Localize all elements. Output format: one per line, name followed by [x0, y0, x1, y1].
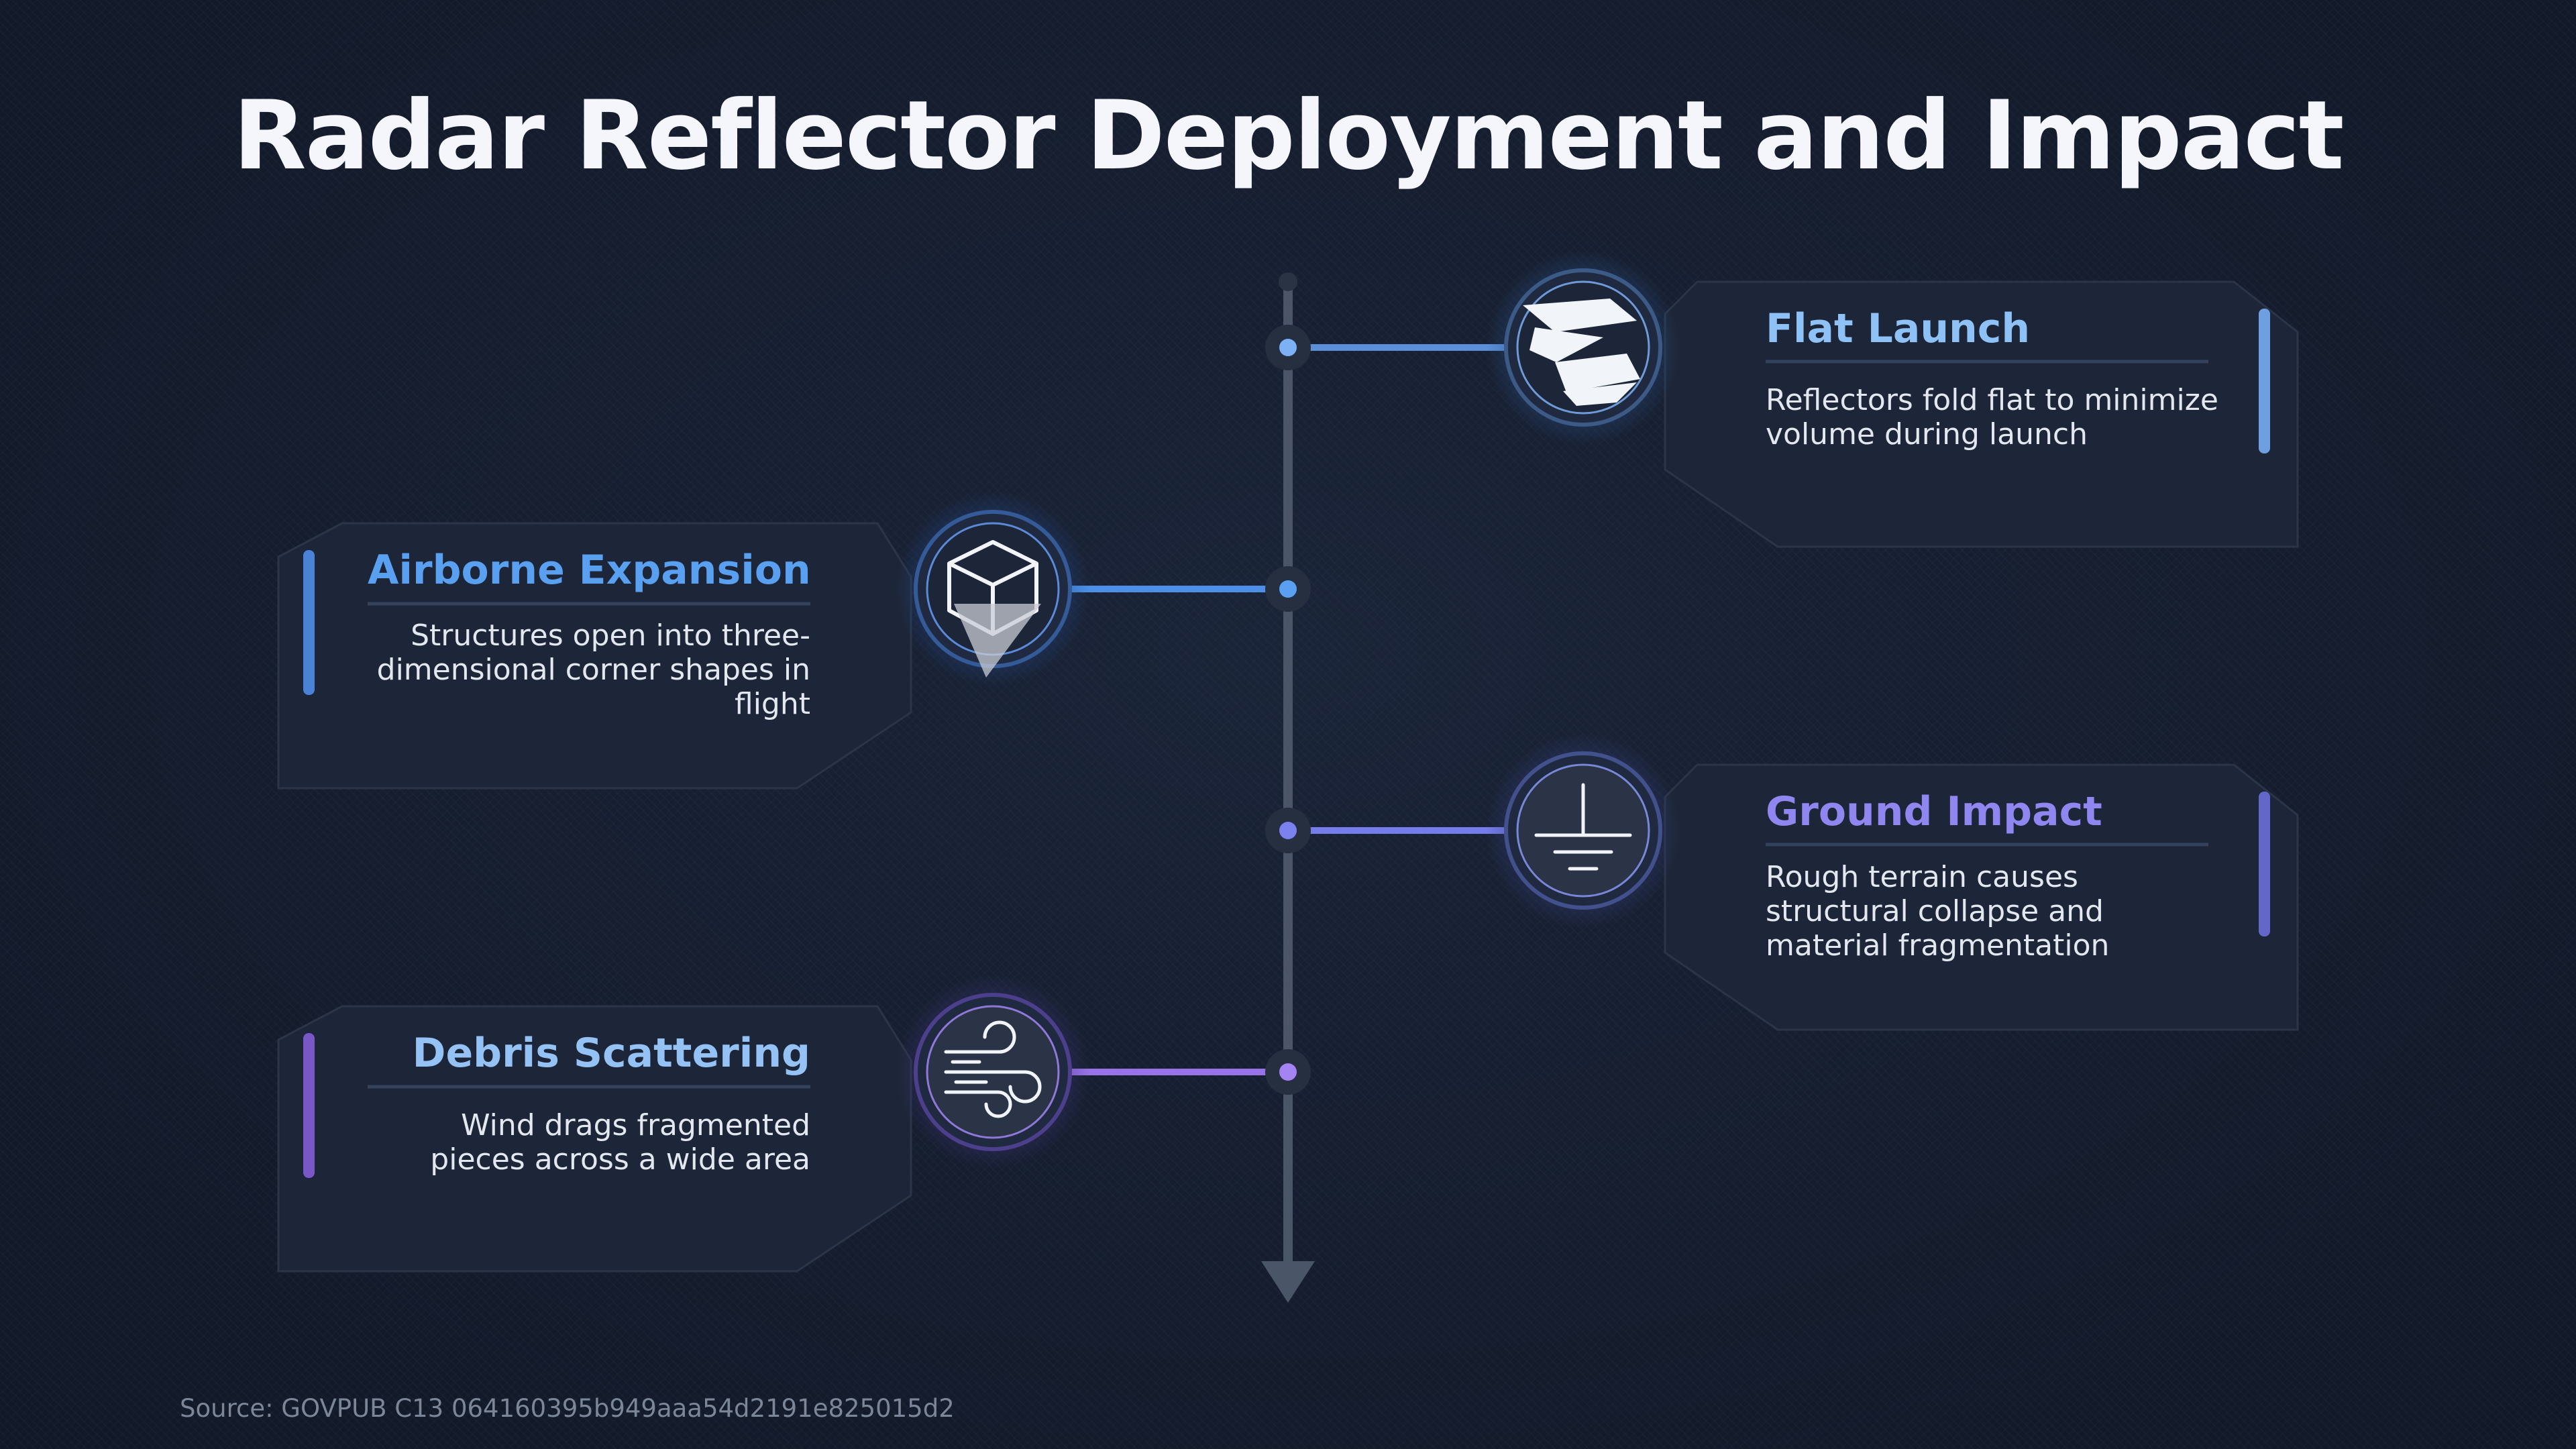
stage-title-ground-impact: Ground Impact [1766, 788, 2102, 835]
timeline-node [1279, 580, 1297, 598]
card-airborne-expansion [277, 522, 912, 790]
stage-desc-flat-launch: Reflectors fold flat to minimize volume … [1766, 383, 2218, 451]
timeline-arrowhead [1261, 1261, 1315, 1303]
stage-airborne-expansion [277, 492, 1311, 790]
card-accent-bar [2259, 309, 2270, 453]
stage-desc-ground-impact: Rough terrain causes structural collapse… [1766, 860, 2110, 963]
reflector-triangle-icon [954, 604, 1041, 678]
wind-icon [944, 1020, 1042, 1118]
stage-title-debris-scattering: Debris Scattering [412, 1030, 810, 1077]
card-accent-bar [2259, 792, 2270, 936]
stage-title-airborne-expansion: Airborne Expansion [368, 547, 811, 594]
card-debris-scattering [277, 1005, 912, 1273]
page-title: Radar Reflector Deployment and Impact [233, 80, 2344, 191]
stage-desc-debris-scattering: Wind drags fragmented pieces across a wi… [430, 1108, 810, 1177]
timeline-node [1279, 822, 1297, 839]
card-accent-bar [303, 1033, 315, 1178]
timeline-start-cap [1279, 272, 1297, 291]
timeline-node [1279, 339, 1297, 356]
card-accent-bar [303, 550, 315, 695]
folded-sheets-icon [1523, 299, 1640, 406]
stage-flat-launch [1265, 250, 2299, 548]
ground-icon [1534, 783, 1632, 871]
stage-title-flat-launch: Flat Launch [1766, 305, 2031, 352]
source-note: Source: GOVPUB C13 064160395b949aaa54d21… [180, 1394, 955, 1423]
stage-desc-airborne-expansion: Structures open into three-dimensional c… [376, 619, 810, 721]
stage-ground-impact [1265, 733, 2299, 1031]
timeline-node [1279, 1063, 1297, 1081]
stage-debris-scattering [277, 975, 1311, 1273]
